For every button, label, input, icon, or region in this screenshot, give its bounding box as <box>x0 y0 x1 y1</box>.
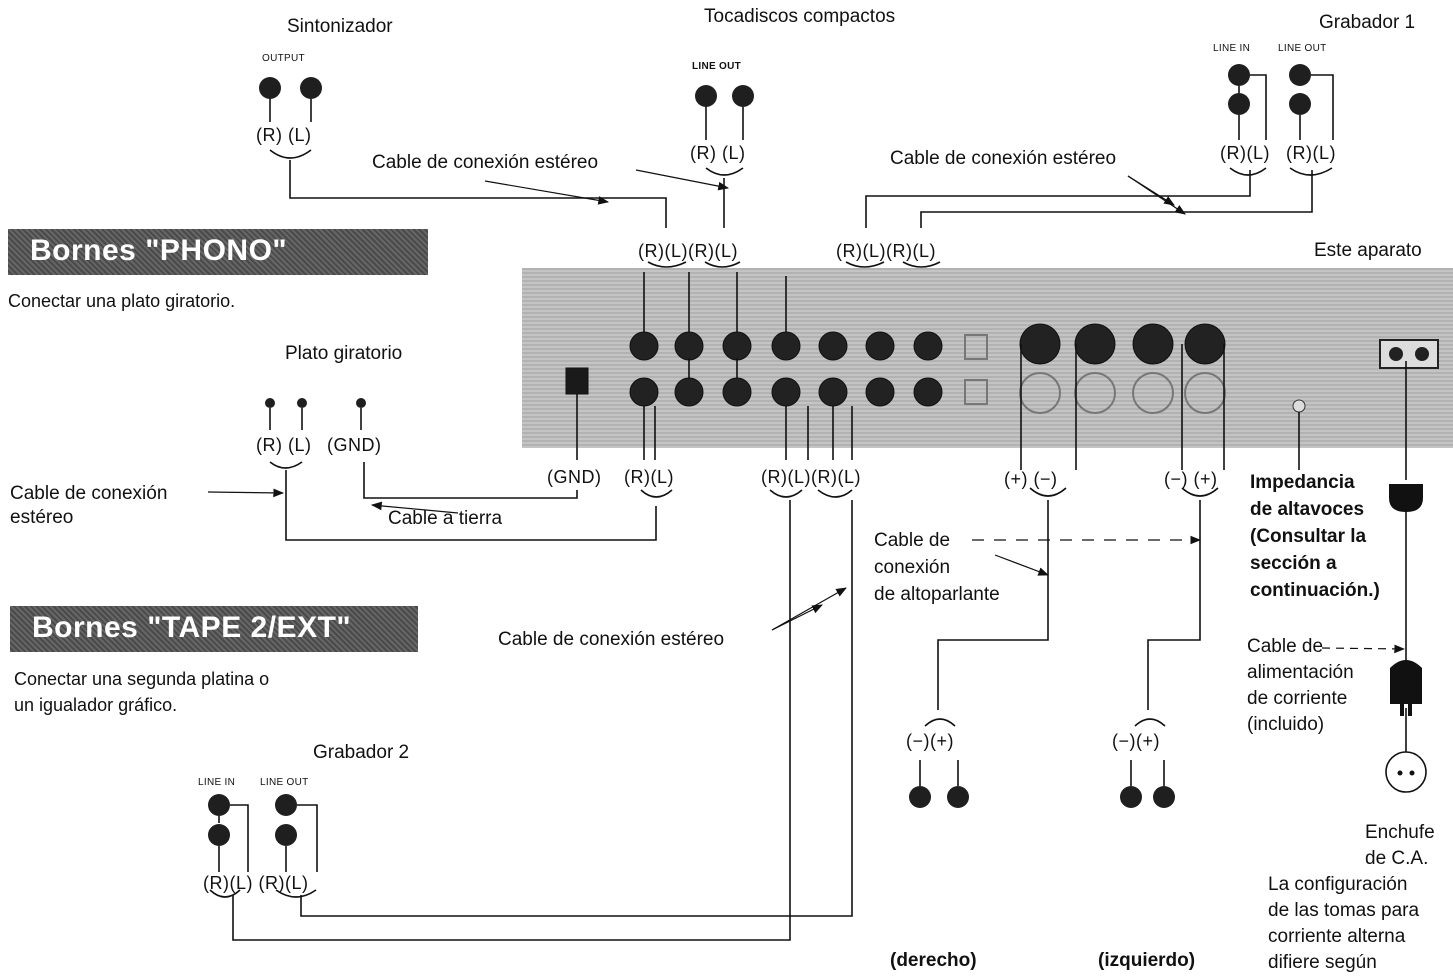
speaker-cable-label-3: de altoparlante <box>874 584 1000 605</box>
outlet-label-2: de C.A. <box>1365 848 1429 869</box>
impedance-note-4: sección a <box>1250 553 1337 574</box>
rec1-line-out-label: LINE OUT <box>1278 43 1327 54</box>
stereo-cable-label-3b: estéreo <box>10 507 74 528</box>
rec2-line-in-label: LINE IN <box>198 777 236 788</box>
unit-tape2-channels: (R)(L)(R)(L) <box>761 467 861 487</box>
unit-speaker-left-terminals: (−) (+) <box>1164 469 1218 489</box>
right-speaker-label: (derecho) <box>890 950 977 971</box>
outlet-label-1: Enchufe <box>1365 822 1435 843</box>
rec1-line-in-label: LINE IN <box>1213 43 1251 54</box>
ground-cable-label: Cable a tierra <box>388 508 503 529</box>
turntable-gnd: (GND) <box>327 435 382 455</box>
power-cable-label-3: de corriente <box>1247 688 1348 709</box>
phono-description: Conectar una plato giratorio. <box>8 291 236 311</box>
impedance-note-2: de altavoces <box>1250 499 1365 520</box>
power-cable-label-4: (incluido) <box>1247 714 1325 735</box>
speaker-cable-label-1: Cable de <box>874 530 951 551</box>
speaker-cable-label-2: conexión <box>874 557 951 578</box>
impedance-note-5: continuación.) <box>1250 580 1380 601</box>
cd-channels: (R) (L) <box>690 143 746 163</box>
impedance-note-1: Impedancia <box>1250 472 1355 493</box>
left-speaker-label: (izquierdo) <box>1098 950 1196 971</box>
unit-input-channels-a: (R)(L)(R)(L) <box>638 241 738 261</box>
this-unit-title: Este aparato <box>1314 240 1422 261</box>
unit-input-channels-b: (R)(L)(R)(L) <box>836 241 936 261</box>
tuner-channels: (R) (L) <box>256 125 312 145</box>
outlet-label-3: La configuración <box>1268 874 1408 895</box>
gnd-terminal <box>565 367 589 395</box>
unit-gnd: (GND) <box>547 467 602 487</box>
unit-speaker-right-terminals: (+) (−) <box>1004 469 1058 489</box>
right-speaker-terminals: (−)(+) <box>906 731 954 751</box>
jack <box>629 331 659 361</box>
cd-title: Tocadiscos compactos <box>704 6 896 27</box>
tape2-description-1: Conectar una segunda platina o <box>14 669 270 689</box>
unit-phono-channels: (R)(L) <box>624 467 674 487</box>
tape2-section-title: Bornes "TAPE 2/EXT" <box>10 606 418 652</box>
cd-line-out-label: LINE OUT <box>692 61 742 72</box>
turntable-title: Plato giratorio <box>285 343 403 364</box>
left-speaker-terminals: (−)(+) <box>1112 731 1160 751</box>
outlet-label-6: difiere según <box>1268 952 1377 973</box>
phono-section-title: Bornes "PHONO" <box>8 229 428 275</box>
stereo-cable-label-1: Cable de conexión estéreo <box>372 152 599 173</box>
rec1-out-channels: (R)(L) <box>1286 143 1336 163</box>
recorder1-title: Grabador 1 <box>1319 12 1416 33</box>
stereo-cable-label-2: Cable de conexión estéreo <box>890 148 1117 169</box>
impedance-note-3: (Consultar la <box>1250 526 1367 547</box>
recorder2-title: Grabador 2 <box>313 742 410 763</box>
rec1-in-channels: (R)(L) <box>1220 143 1270 163</box>
tuner-output-label: OUTPUT <box>262 53 305 64</box>
outlet-label-4: de las tomas para <box>1268 900 1420 921</box>
stereo-cable-label-3a: Cable de conexión <box>10 483 168 504</box>
outlet-label-5: corriente alterna <box>1268 926 1406 947</box>
tape2-description-2: un igualador gráfico. <box>14 695 178 715</box>
tuner-title: Sintonizador <box>287 16 393 37</box>
turntable-channels: (R) (L) <box>256 435 312 455</box>
stereo-cable-label-4: Cable de conexión estéreo <box>498 629 725 650</box>
power-cable-label-1: Cable de <box>1247 636 1324 657</box>
rec2-line-out-label: LINE OUT <box>260 777 309 788</box>
rec2-channels: (R)(L) (R)(L) <box>203 873 309 893</box>
power-cable-label-2: alimentación <box>1247 662 1354 683</box>
